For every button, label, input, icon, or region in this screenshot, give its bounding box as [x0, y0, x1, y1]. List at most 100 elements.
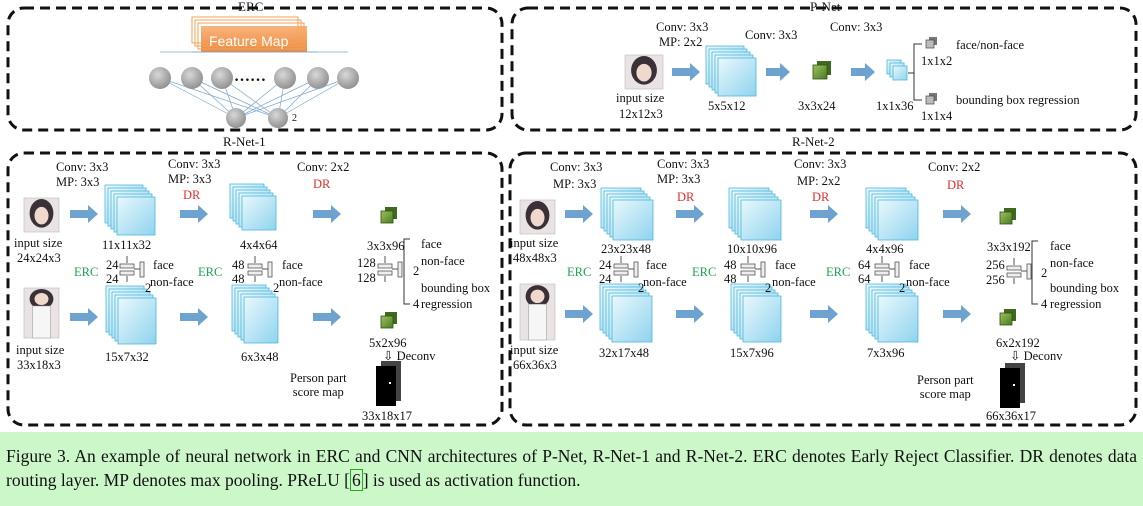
caption-ref-close: ]: [362, 470, 369, 490]
figure-caption: Figure 3. An example of neural network i…: [0, 438, 1143, 506]
rnet2-fc-unit-bar2: [1006, 272, 1022, 278]
rnet2-mp2: MP: 3x3: [657, 172, 701, 186]
rnet2-fm-bot1-layer: [611, 295, 653, 343]
rnet1-erc-unit-1: [119, 256, 145, 282]
pnet-fm1: [705, 45, 757, 97]
pnet-out1-label: face/non-face: [956, 38, 1024, 52]
rnet1-fm-top2-layer: [241, 195, 277, 231]
rnet1-fc-out2: 4: [413, 297, 420, 311]
rnet1-nonface: non-face: [421, 254, 465, 268]
rnet2-fc-unit-out: [1026, 263, 1032, 280]
rnet1-erc2-out: 2: [273, 281, 280, 295]
caption-main: Figure 3. An example of neural network i…: [6, 446, 1137, 490]
rnet2-input-photo-bottom-face: [530, 289, 545, 304]
rnet1-erc-unit-1-out: [139, 261, 145, 278]
rnet2-fm-top4: 3x3x192: [987, 240, 1031, 254]
rnet2-erc-unit-2-out: [760, 261, 766, 278]
rnet1-arrow-top-2: [180, 205, 208, 223]
rnet2-arrow-top-4: [943, 205, 971, 223]
rnet2-fm-top2: 10x10x96: [727, 242, 777, 256]
erc-feature-map-layer: [197, 22, 305, 50]
rnet2-erc3-face: face: [909, 258, 930, 272]
caption-ref-open: [: [344, 470, 350, 490]
rnet2-conv4: Conv: 2x2: [928, 160, 981, 174]
rnet1-fc-unit-bar2: [377, 270, 393, 276]
rnet1-dr2: DR: [313, 177, 331, 191]
rnet2-input-photo-top: [519, 199, 556, 235]
erc-frame: [6, 6, 504, 132]
rnet2-erc1-a: 24: [599, 258, 612, 272]
rnet1-fm-top2: 4x4x64: [240, 238, 278, 252]
rnet1-arrow-bottom-2: [180, 308, 208, 326]
rnet1-dr1: DR: [183, 188, 201, 202]
rnet1-fm-top1: 11x11x32: [102, 238, 152, 252]
caption-end: is used as activation function.: [368, 470, 581, 490]
pnet-out1-cube: [925, 37, 937, 49]
rnet2-fc-out1: 2: [1041, 266, 1048, 280]
erc-dots: ……: [234, 68, 266, 85]
rnet1-erc1-b: 24: [106, 272, 119, 286]
rnet2-erc2-nonface: non-face: [772, 275, 816, 289]
rnet1-erc1-a: 24: [106, 258, 119, 272]
figure: ERC Feature Map …… 2 P-Net Conv: 3x3 MP:…: [0, 0, 1143, 432]
rnet2-bbox: bounding box: [1050, 281, 1120, 295]
rnet2-fm-top4: [999, 208, 1016, 225]
pnet-conv2: Conv: 3x3: [745, 28, 798, 42]
rnet2-dr3: DR: [947, 178, 965, 192]
rnet1-input-label-top: input size: [14, 236, 63, 250]
rnet1-conv1: Conv: 3x3: [56, 160, 109, 174]
rnet2-fm-top2-layer: [740, 199, 782, 241]
rnet2-conv3: Conv: 3x3: [794, 157, 847, 171]
rnet1-erc-unit-2-bar1: [247, 263, 263, 269]
pnet-mp1: MP: 2x2: [659, 35, 703, 49]
rnet1-fm-top2: [229, 183, 277, 231]
pnet-arrow-1: [672, 63, 700, 81]
rnet2-nonface: non-face: [1050, 256, 1094, 270]
rnet1-erc-unit-2-bar2: [247, 270, 263, 276]
rnet2-arrow-bottom-2: [676, 305, 704, 323]
rnet1-score-map-label: Person part score map: [290, 371, 347, 400]
rnet2-arrow-bottom-4: [943, 305, 971, 323]
rnet2-fm-bot2: 15x7x96: [730, 346, 774, 360]
rnet1-fm-bot1: 15x7x32: [105, 350, 149, 364]
rnet1-erc-unit-2: [247, 256, 273, 282]
rnet2-arrow-bottom-3: [810, 305, 838, 323]
rnet2-score-map: [1000, 363, 1025, 408]
rnet1-fc-unit-out: [397, 261, 403, 278]
rnet2-fm-top3: 4x4x96: [866, 242, 904, 256]
rnet1-frame: [6, 151, 504, 427]
rnet1-fc-unit: [377, 256, 403, 282]
rnet2-arrow-top-2: [676, 205, 704, 223]
rnet1-erc2-a: 48: [232, 258, 245, 272]
reference-link-6[interactable]: 6: [349, 469, 363, 491]
rnet2-input-photo-top-face: [530, 208, 545, 227]
rnet2-erc-unit-3: [874, 256, 900, 282]
rnet1-input-bottom: 33x18x3: [17, 358, 61, 372]
erc-hidden-node: [181, 67, 203, 89]
rnet2-erc1-b: 24: [599, 272, 612, 286]
rnet2-score-map-dot: [1013, 384, 1015, 386]
rnet2-fc-out2: 4: [1041, 297, 1048, 311]
erc-edge-out: [235, 77, 319, 119]
rnet1-erc1-out: 2: [145, 281, 152, 295]
rnet1-input-photo-top: [23, 197, 60, 233]
erc-output-node: [226, 108, 246, 128]
rnet1-input-photo-top-face: [34, 206, 49, 225]
rnet2-fm-top1: 23x23x48: [601, 242, 651, 256]
erc-title: ERC: [238, 0, 264, 14]
rnet2-fm-bot3: [865, 283, 919, 343]
rnet2-arrow-bottom-1: [565, 305, 593, 323]
rnet2-erc-unit-3-bar1: [874, 263, 890, 269]
rnet2-erc2-a: 48: [724, 258, 737, 272]
rnet2-erc-unit-3-out: [894, 261, 900, 278]
rnet2-fm-top4-front: [999, 211, 1013, 225]
rnet1-fm-bot2: [231, 284, 279, 344]
rnet2-erc2-b: 48: [724, 272, 737, 286]
rnet2-dr1: DR: [677, 190, 695, 204]
rnet1-arrow-top-3: [313, 205, 341, 223]
rnet2-fm-bot1: [599, 283, 653, 343]
rnet2-input-photo-bottom-body: [528, 303, 547, 341]
rnet2-arrow-top-1: [565, 205, 593, 223]
erc-hidden-node: [274, 67, 296, 89]
rnet1-fm-bot1: [105, 285, 157, 345]
